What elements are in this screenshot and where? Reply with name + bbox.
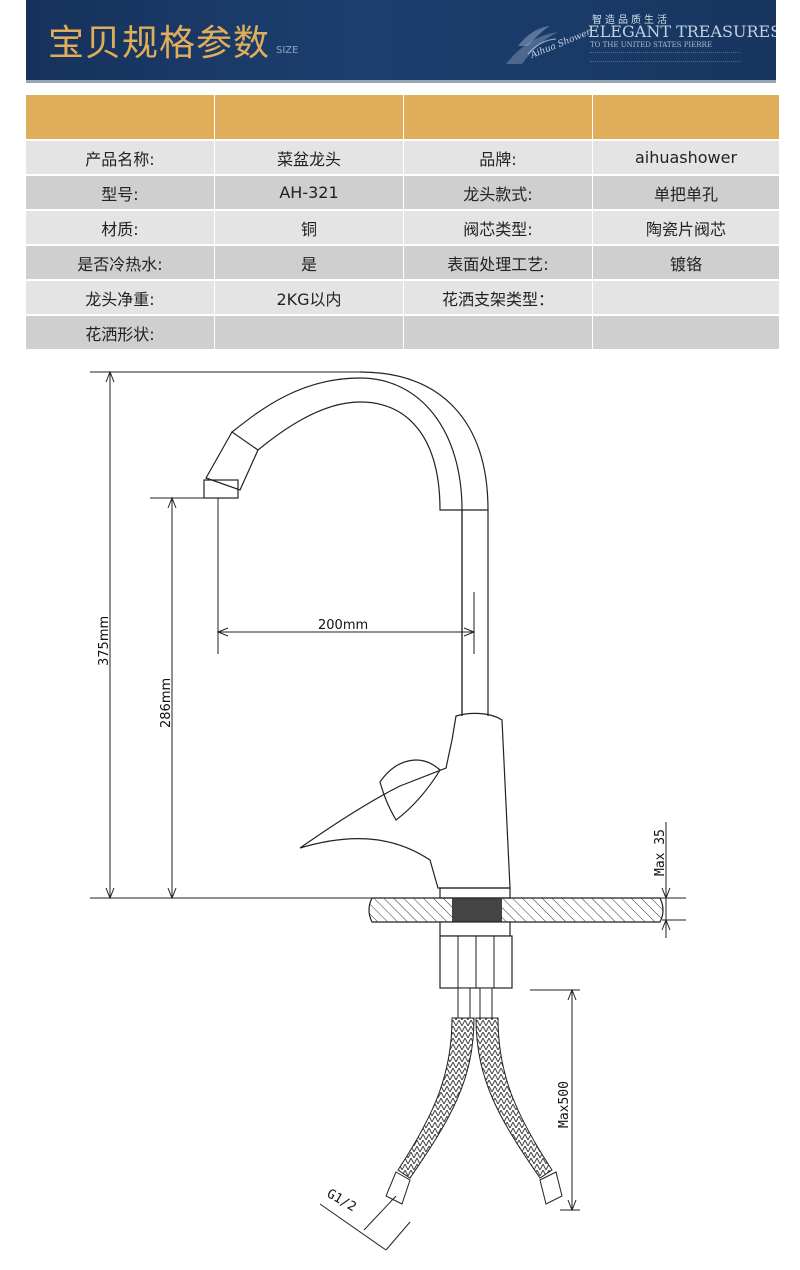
spec-value: 铜 <box>215 211 403 244</box>
spec-value <box>593 281 779 314</box>
spec-label: 龙头款式: <box>404 176 592 209</box>
faucet-dimension-drawing: 375mm 286mm 200mm Max 35 Max500 G1/2 <box>90 370 686 1251</box>
page-title: 宝贝规格参数 <box>48 23 271 64</box>
header-banner: 宝贝规格参数 SIZE Aihua Shower 智造品质生活 ELEGANT … <box>26 0 776 80</box>
spec-label: 品牌: <box>404 141 592 174</box>
brand-tagline: 智造品质生活 <box>592 15 670 26</box>
deck-max-label: Max 35 <box>653 829 668 876</box>
spec-value: 菜盆龙头 <box>215 141 403 174</box>
faucet-outline <box>203 371 511 899</box>
spec-value: AH-321 <box>215 176 403 209</box>
brand-logo-icon: Aihua Shower <box>506 26 593 64</box>
decorative-lines <box>590 52 740 62</box>
spec-label: 表面处理工艺: <box>404 246 592 279</box>
spec-label: 是否冷热水: <box>26 246 214 279</box>
spec-label: 花洒支架类型： <box>404 281 592 314</box>
spec-value: 镀铬 <box>593 246 779 279</box>
spec-label <box>404 316 592 349</box>
spec-value <box>593 316 779 349</box>
countertop <box>368 897 664 989</box>
spec-value: 单把单孔 <box>593 176 779 209</box>
hose-max-label: Max500 <box>557 1081 572 1128</box>
spec-label: 材质: <box>26 211 214 244</box>
brand-subtitle: TO THE UNITED STATES PIERRE <box>590 41 712 49</box>
spec-header-cell <box>26 95 214 139</box>
spec-value: 是 <box>215 246 403 279</box>
spec-header-cell <box>215 95 403 139</box>
dimension-lines <box>90 370 686 1251</box>
spec-header-cell <box>593 95 779 139</box>
spec-label: 龙头净重: <box>26 281 214 314</box>
spec-label: 型号: <box>26 176 214 209</box>
spec-table: 产品名称: 菜盆龙头 品牌: aihuashower 型号: AH-321 龙头… <box>26 95 779 349</box>
spec-value <box>215 316 403 349</box>
reach-label: 200mm <box>318 618 368 633</box>
supply-hoses <box>385 987 563 1205</box>
size-label: SIZE <box>276 45 299 56</box>
spec-value: 陶瓷片阀芯 <box>593 211 779 244</box>
spec-label: 产品名称: <box>26 141 214 174</box>
spec-value: aihuashower <box>593 141 779 174</box>
height-spout-label: 286mm <box>159 678 174 728</box>
spec-header-cell <box>404 95 592 139</box>
height-total-label: 375mm <box>97 616 112 666</box>
spec-label: 花洒形状: <box>26 316 214 349</box>
brand-name: ELEGANT TREASURES <box>588 22 776 41</box>
banner-divider <box>26 80 776 83</box>
spec-label: 阀芯类型: <box>404 211 592 244</box>
spec-value: 2KG以内 <box>215 281 403 314</box>
